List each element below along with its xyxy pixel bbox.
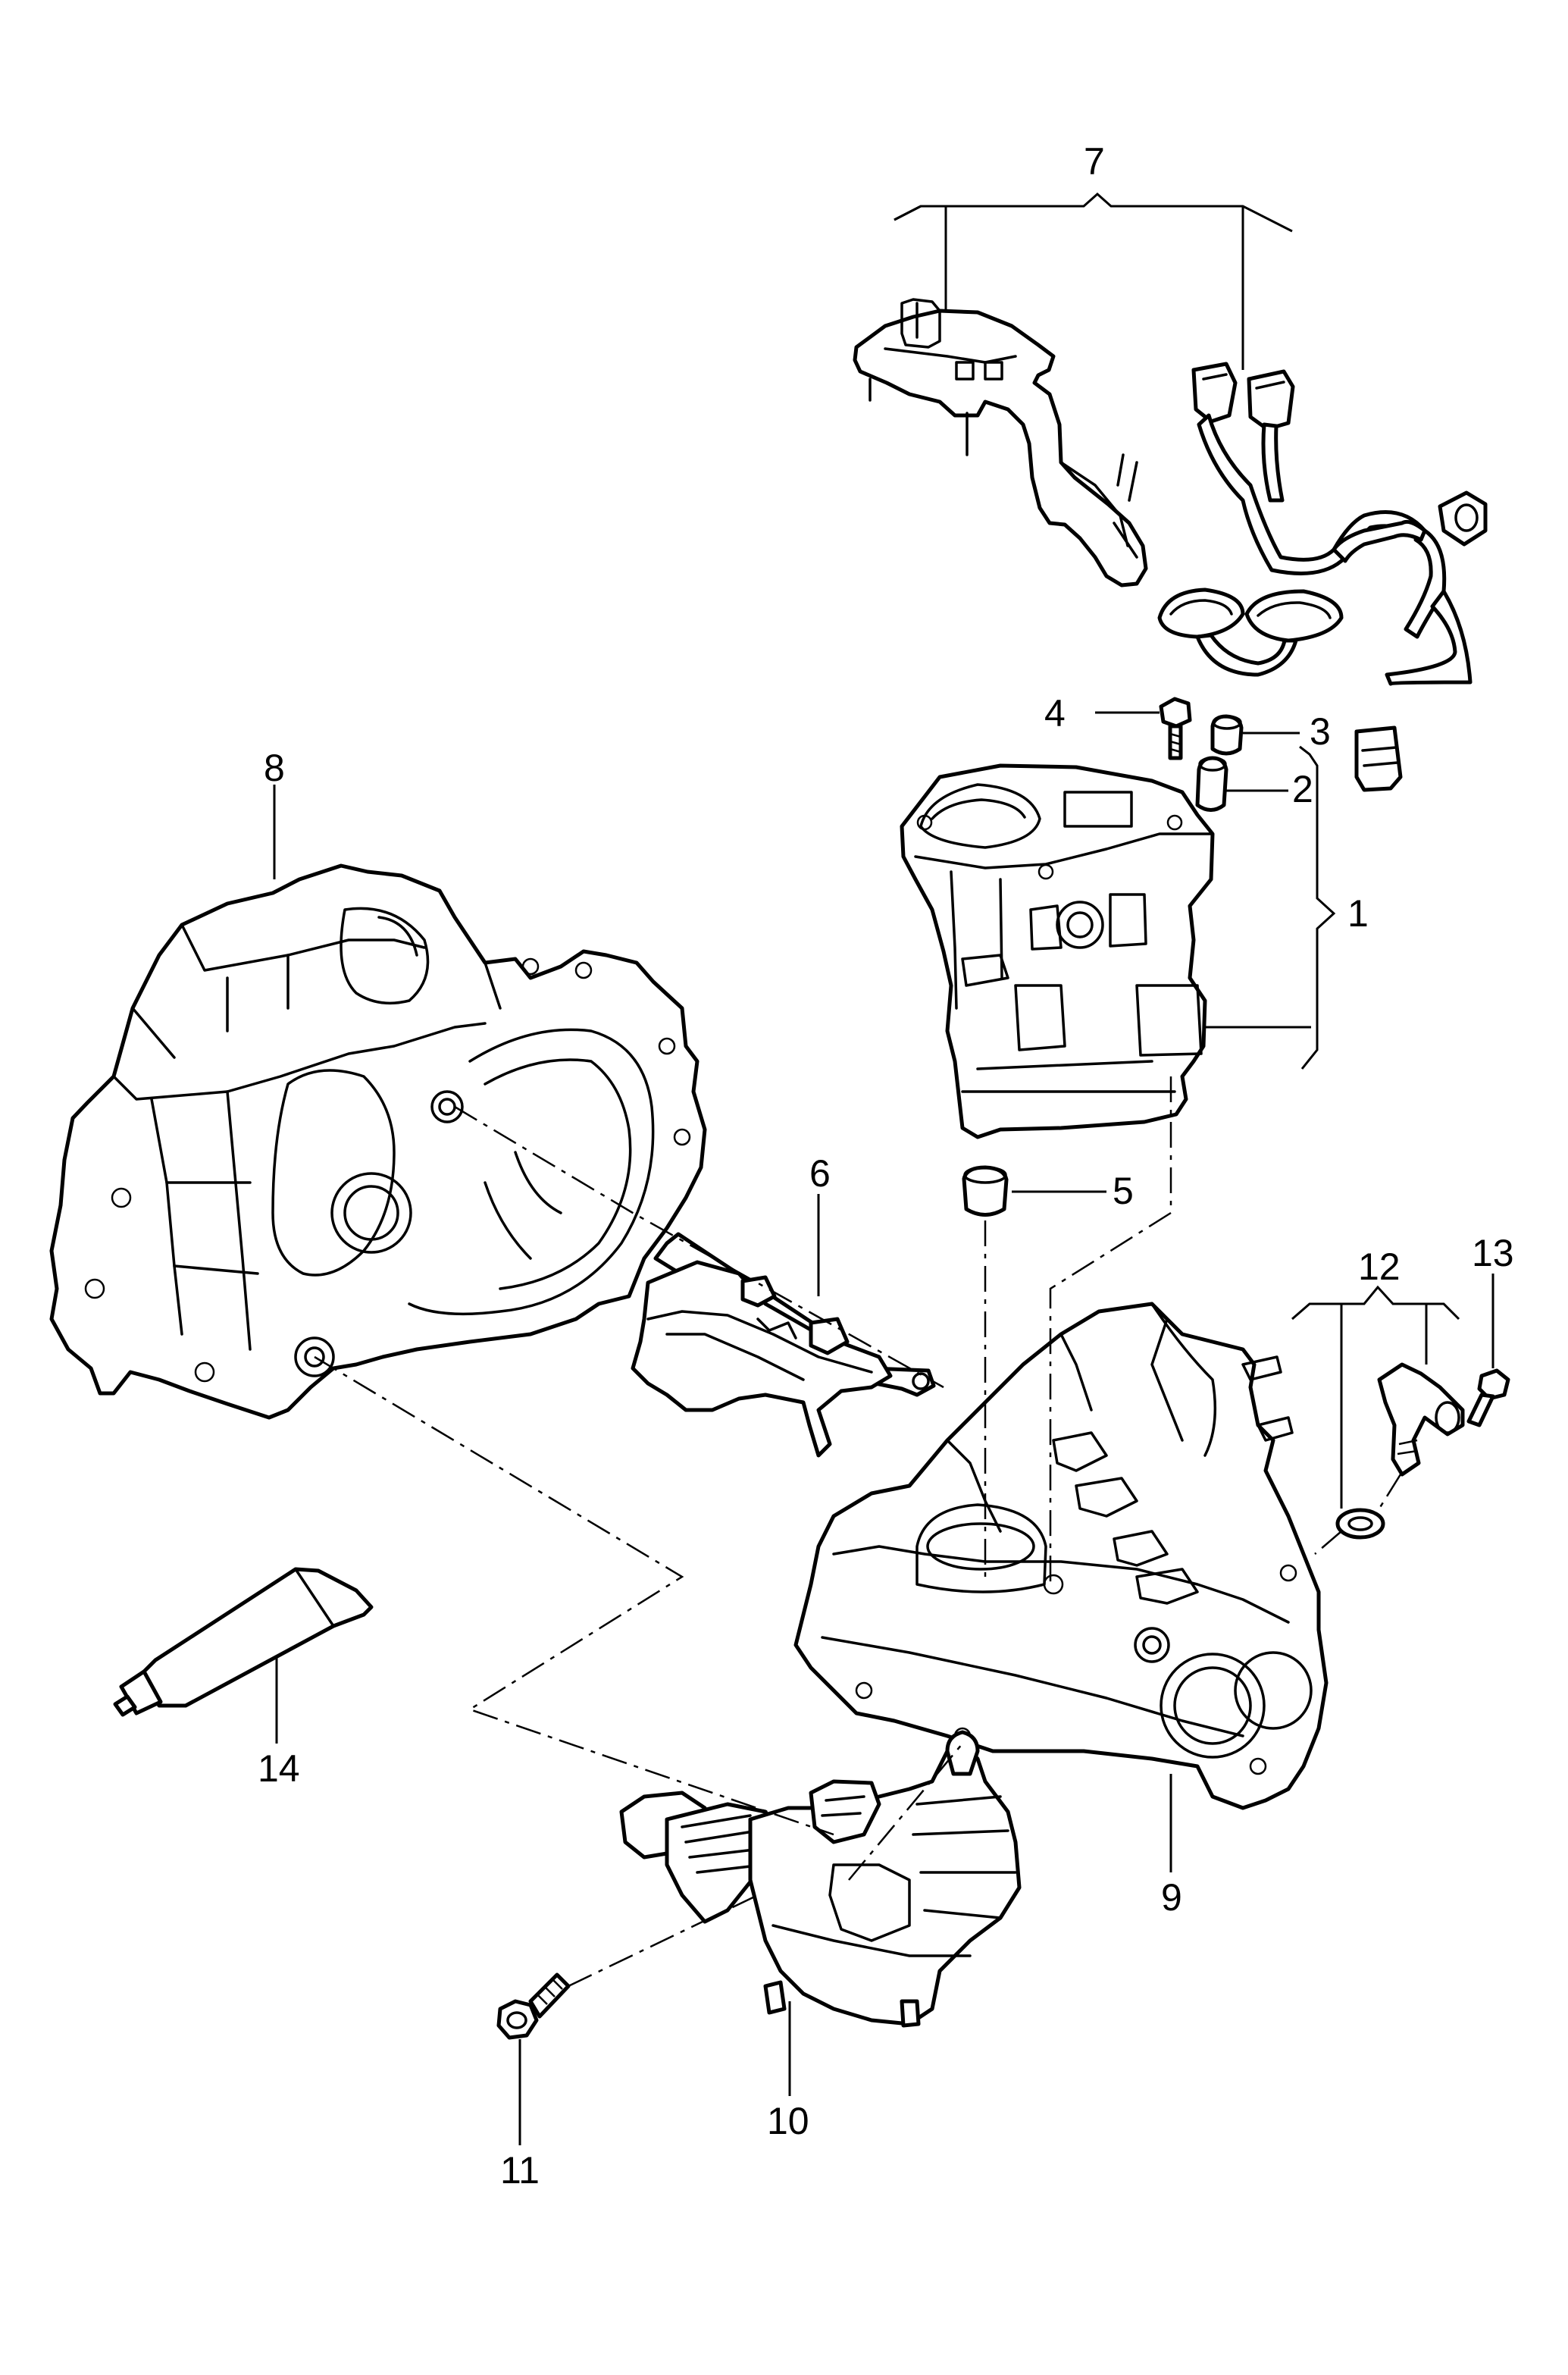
part-14-grease-tube[interactable] (113, 1567, 374, 1717)
callout-2: 2 (1292, 768, 1313, 810)
leader-lines (273, 192, 1494, 2145)
callout-labels: 7 4 3 2 1 8 6 5 12 13 14 9 10 11 (258, 140, 1514, 2192)
part-2-sleeve[interactable] (1195, 756, 1228, 812)
callout-4: 4 (1044, 692, 1066, 735)
callout-12: 12 (1358, 1245, 1401, 1288)
part-7-wiring-harness-bracket[interactable] (853, 298, 1488, 792)
part-13-screw[interactable] (1466, 1368, 1510, 1427)
part-5-bushing[interactable] (962, 1165, 1009, 1217)
part-1-control-unit[interactable] (900, 763, 1215, 1139)
callout-5: 5 (1113, 1170, 1134, 1212)
callout-1: 1 (1347, 892, 1369, 935)
callout-13: 13 (1472, 1232, 1514, 1274)
part-12-sensor[interactable] (1335, 1362, 1465, 1540)
callout-6: 6 (809, 1152, 831, 1195)
part-8-clutch-housing[interactable] (49, 863, 707, 1420)
part-6-selector-shaft[interactable] (631, 1232, 936, 1458)
part-9-gearbox-housing[interactable] (793, 1302, 1329, 1810)
callout-10: 10 (767, 2100, 809, 2142)
part-4-bolt[interactable] (1159, 697, 1192, 760)
assembly-reference-lines (314, 1076, 1402, 1988)
callout-14: 14 (258, 1747, 300, 1790)
part-11-bolt[interactable] (496, 1972, 571, 2040)
callout-9: 9 (1161, 1876, 1182, 1919)
part-10-actuator[interactable] (619, 1730, 1022, 2028)
callout-7: 7 (1084, 140, 1105, 183)
callout-11: 11 (500, 2149, 540, 2192)
callout-8: 8 (264, 747, 285, 789)
callout-3: 3 (1310, 710, 1331, 753)
part-3-bushing[interactable] (1210, 714, 1244, 756)
